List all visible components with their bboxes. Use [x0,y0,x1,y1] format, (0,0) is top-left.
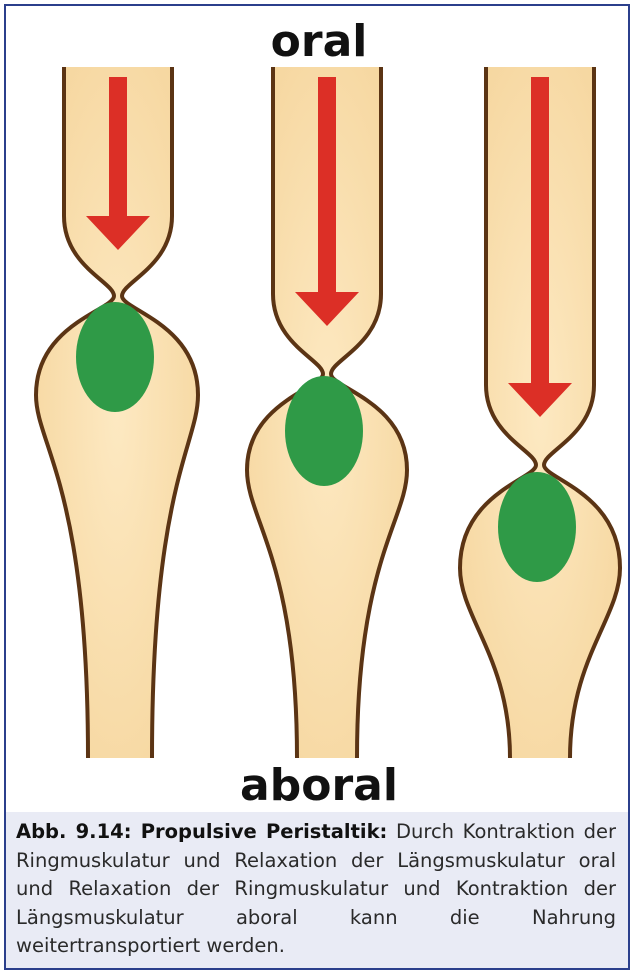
food-bolus-icon [76,302,154,412]
stage-3 [460,67,620,758]
stage-1 [36,67,198,758]
food-bolus-icon [498,472,576,582]
oral-label: oral [0,14,638,70]
stage-2 [247,67,407,758]
food-bolus-icon [285,376,363,486]
caption-label: Abb. 9.14: Propulsive Peristaltik: [16,820,387,843]
aboral-label: aboral [0,758,638,814]
figure-caption: Abb. 9.14: Propulsive Peristaltik: Durch… [16,818,616,961]
